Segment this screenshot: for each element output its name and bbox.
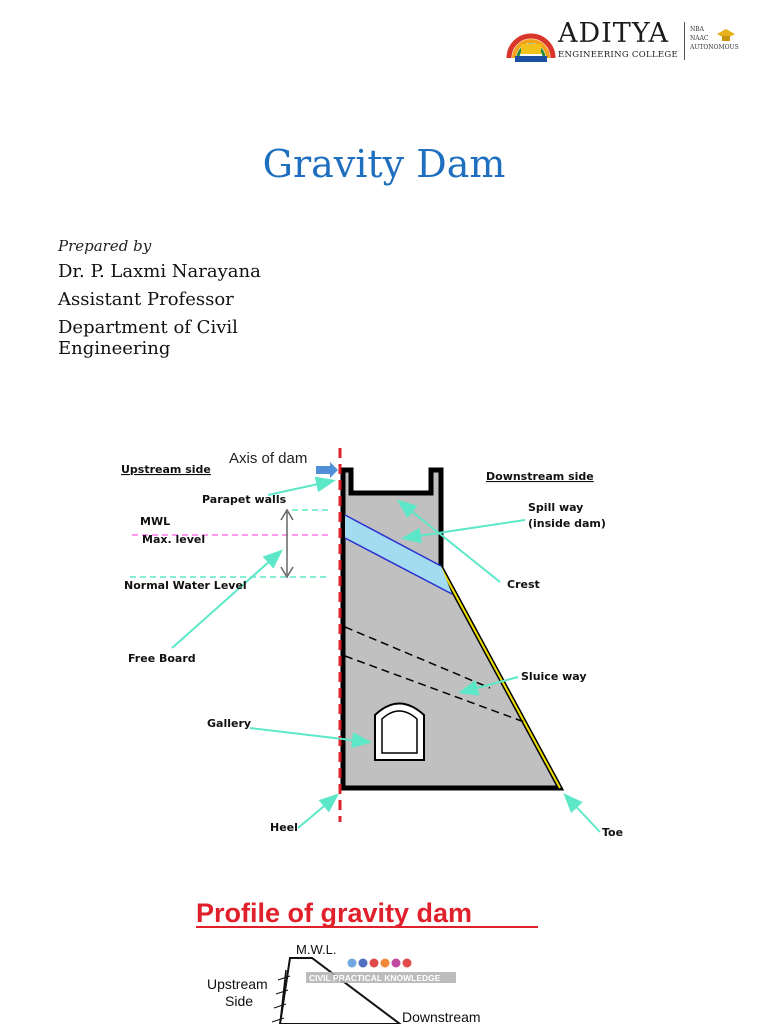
profile-hatch-3 (273, 1003, 287, 1009)
sluice-way-top (344, 626, 491, 689)
gravity-dam-diagram: Axis of dam Upstream side Downstream sid… (121, 448, 623, 839)
gallery-label: Gallery (207, 717, 251, 730)
college-logo-text: ADITYA ENGINEERING COLLEGE (558, 18, 678, 61)
free-board-pointer (171, 549, 283, 649)
accreditation-nba: NBA (690, 26, 704, 33)
profile-downstream-label: Downstream (402, 1009, 481, 1024)
profile-hatch-2 (275, 989, 289, 995)
watermark-banner (306, 972, 456, 983)
author-block: Dr. P. Laxmi Narayana Assistant Professo… (58, 261, 278, 365)
sluice-way-bottom (344, 655, 528, 724)
profile-upstream-hatch (279, 969, 287, 1024)
prepared-by-label: Prepared by (58, 237, 152, 255)
spill-way-label: Spill way (528, 501, 583, 514)
college-name: ADITYA (558, 18, 670, 49)
sluice-way-label: Sluice way (521, 670, 587, 683)
downstream-side-label: Downstream side (486, 470, 594, 483)
crest-pointer (396, 499, 501, 583)
parapet-walls-label: Parapet walls (202, 493, 287, 506)
free-board-arrow-top-icon (280, 508, 294, 521)
axis-of-dam-label: Axis of dam (229, 450, 307, 467)
mwl-label: MWL (140, 515, 170, 528)
max-level-label: Max. level (142, 533, 205, 546)
profile-hatch-4 (271, 1017, 285, 1023)
profile-figure: Profile of gravity dam M.W.L. CIVIL PRAC… (196, 898, 538, 1024)
profile-heading: Profile of gravity dam (196, 898, 472, 928)
dam-downstream-face (440, 567, 561, 789)
free-board-label: Free Board (128, 652, 196, 665)
author-department: Department of Civil Engineering (58, 317, 238, 359)
profile-hatch-1 (277, 975, 291, 981)
logo-divider (684, 22, 685, 60)
author-designation: Assistant Professor (58, 289, 234, 310)
spillway-top-line (344, 514, 442, 567)
accreditation-autonomous: AUTONOMOUS (690, 44, 739, 51)
toe-label: Toe (602, 826, 623, 839)
sluice-pointer (458, 676, 519, 696)
college-emblem-icon (506, 33, 556, 62)
heel-pointer (297, 793, 340, 829)
author-name: Dr. P. Laxmi Narayana (58, 261, 261, 282)
social-icons (347, 958, 412, 968)
spill-way-sub-label: (inside dam) (528, 517, 606, 530)
axis-arrow-icon (316, 462, 338, 478)
accreditation-badges: NBA NAAC AUTONOMOUS (690, 25, 739, 52)
spillway-bottom-line (344, 537, 453, 595)
profile-upstream-label: Upstream (207, 976, 268, 992)
crest-label: Crest (507, 578, 540, 591)
college-logo (505, 18, 745, 64)
graduation-cap-icon (717, 29, 735, 41)
spillway-pointer (401, 519, 526, 544)
toe-pointer (563, 793, 601, 833)
profile-mwl-label: M.W.L. (296, 942, 336, 957)
watermark-text: CIVIL PRACTICAL KNOWLEDGE (309, 973, 441, 983)
profile-side-label: Side (225, 993, 253, 1009)
gallery-inner (381, 710, 418, 754)
gallery-pointer (249, 727, 372, 749)
accreditation-naac: NAAC (690, 35, 709, 42)
slide-title: Gravity Dam (262, 142, 506, 186)
heel-label: Heel (270, 821, 298, 834)
parapet-pointer (267, 476, 336, 496)
normal-water-level-label: Normal Water Level (124, 579, 247, 592)
college-subtitle: ENGINEERING COLLEGE (558, 50, 678, 60)
upstream-side-label: Upstream side (121, 463, 211, 476)
spillway-channel (345, 515, 452, 594)
profile-dam-outline (278, 957, 402, 1024)
free-board-arrow-bottom-icon (280, 566, 294, 579)
